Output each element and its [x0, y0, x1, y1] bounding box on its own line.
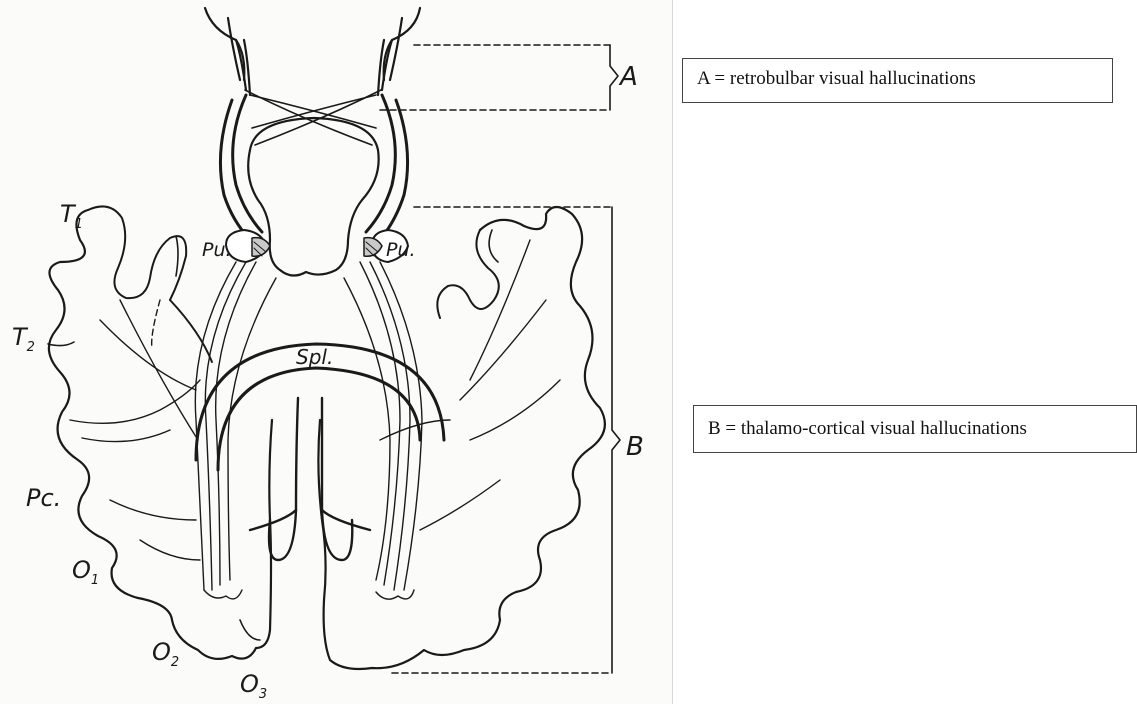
- o2-label: O2: [152, 638, 179, 670]
- right-hemisphere-outline: [318, 207, 605, 669]
- legend-thalamo-cortical: B = thalamo-cortical visual hallucinatio…: [693, 405, 1137, 453]
- t2-label: T2: [12, 323, 35, 355]
- pulvinar-left: [226, 230, 270, 262]
- splenium-label: Spl.: [296, 345, 333, 369]
- bracket-a: [380, 45, 618, 110]
- legend-retrobulbar: A = retrobulbar visual hallucinations: [682, 58, 1113, 103]
- o3-label: O3: [240, 670, 267, 702]
- visual-pathway-drawing: A B Pu. Pu. Spl. T1 T2 Pc. O1 O2 O3: [0, 0, 672, 704]
- pulvinar-left-label: Pu.: [202, 239, 232, 261]
- optic-radiation-left: [70, 262, 276, 599]
- pc-label: Pc.: [26, 484, 61, 512]
- bracket-a-label: A: [618, 62, 638, 92]
- brain-diagram-panel: A B Pu. Pu. Spl. T1 T2 Pc. O1 O2 O3: [0, 0, 673, 704]
- midline-fissure: [250, 398, 370, 560]
- o1-label: O1: [72, 556, 99, 588]
- left-frontal-lobe: [88, 206, 186, 300]
- bracket-b: [392, 207, 620, 673]
- optic-radiation-right: [344, 240, 560, 599]
- pulvinar-right-label: Pu.: [386, 239, 416, 261]
- midbrain-loop: [248, 118, 378, 276]
- dashed-connector: [152, 300, 160, 348]
- diagram-labels: A B Pu. Pu. Spl. T1 T2 Pc. O1 O2 O3: [12, 62, 644, 702]
- bracket-b-label: B: [626, 432, 644, 462]
- optic-nerves: [205, 8, 420, 95]
- sulci-details: [48, 230, 498, 640]
